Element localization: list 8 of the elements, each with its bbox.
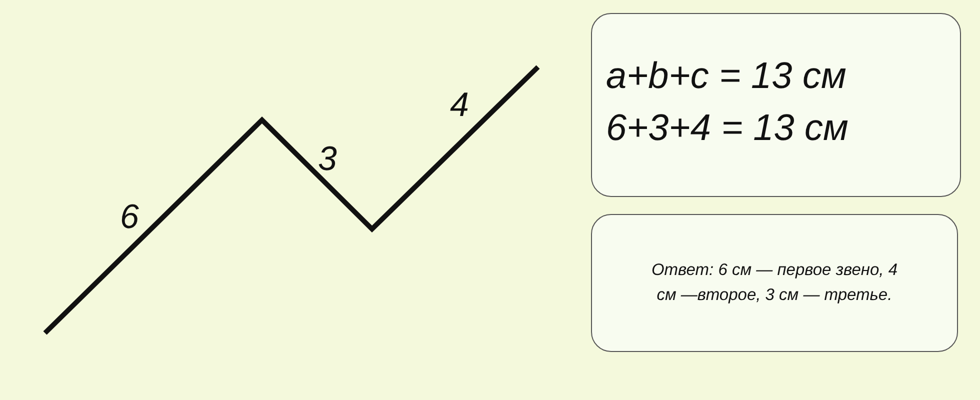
segment-length-label: 3 [318, 142, 337, 176]
rounded-text-box [591, 13, 961, 197]
equation-text: 6+3+4 = 13 см [606, 106, 848, 150]
rounded-text-box [591, 214, 958, 352]
segment-length-label: 6 [120, 200, 139, 234]
segment-length-label: 4 [450, 88, 469, 122]
equation-text: a+b+c = 13 см [606, 54, 846, 98]
answer-text: Ответ: 6 см — первое звено, 4 см —второе, 3 см — третье. [650, 260, 899, 306]
